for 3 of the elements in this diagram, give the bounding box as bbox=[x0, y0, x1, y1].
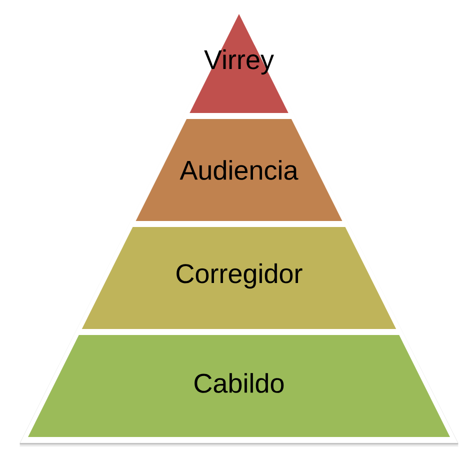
pyramid-layer: Corregidor bbox=[82, 227, 396, 329]
pyramid-layer: Cabildo bbox=[28, 334, 450, 437]
pyramid-layer: Audiencia bbox=[136, 119, 342, 221]
